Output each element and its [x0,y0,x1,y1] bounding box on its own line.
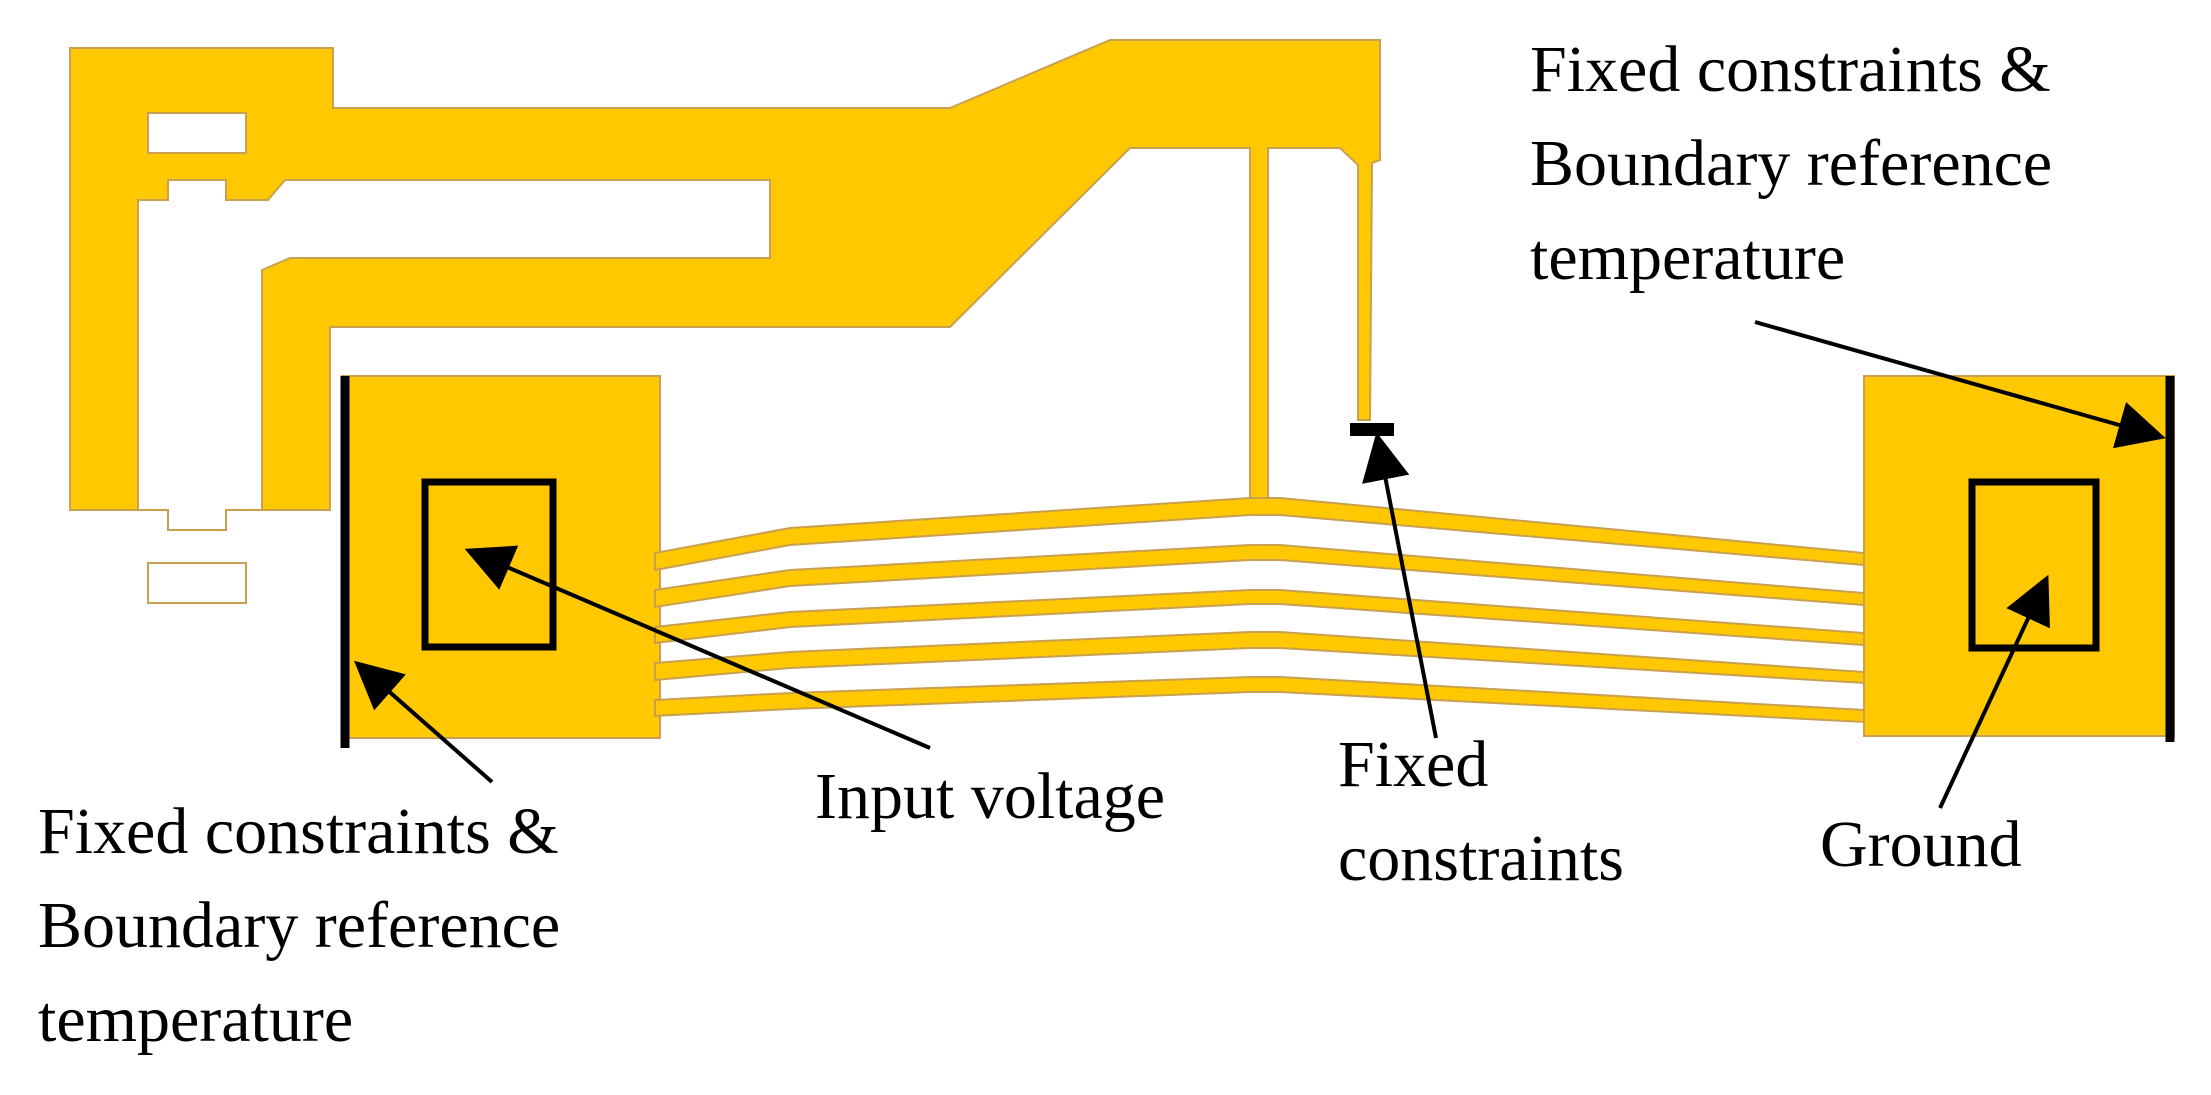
device-body [69,39,2175,739]
beam [654,497,1865,572]
input-voltage-box [421,478,557,651]
beam [654,631,1865,685]
arrow-bottom-left [353,660,494,784]
label-bottom-left: Fixed constraints & Boundary reference t… [38,795,561,1056]
label-input-voltage: Input voltage [815,760,1166,833]
beam [654,544,1865,609]
beam [654,676,1865,724]
ground-box [1968,478,2100,652]
frame-cutouts [137,112,771,604]
arrow-fixed-constraints [1362,432,1438,739]
arrow-ground [1938,574,2050,809]
left-anchor-pad [341,375,661,739]
cutout-top-slot [147,112,247,154]
label-top-right: Fixed constraints & Boundary reference t… [1530,33,2053,294]
arrow-top-right [1754,320,2166,449]
thermal-beams [654,497,1865,724]
beam [654,589,1865,647]
right-anchor-pad [1863,375,2175,737]
arrows [353,320,2166,809]
fixed-anchor-marker [1350,423,1394,436]
label-ground: Ground [1820,808,2022,881]
actuator-frame [69,39,1381,511]
arrow-input-voltage [464,545,931,750]
cutout-bottom-slot [147,562,247,604]
cutout-inner-channel [137,179,771,531]
label-fixed-constraints: Fixed constraints [1338,728,1624,895]
